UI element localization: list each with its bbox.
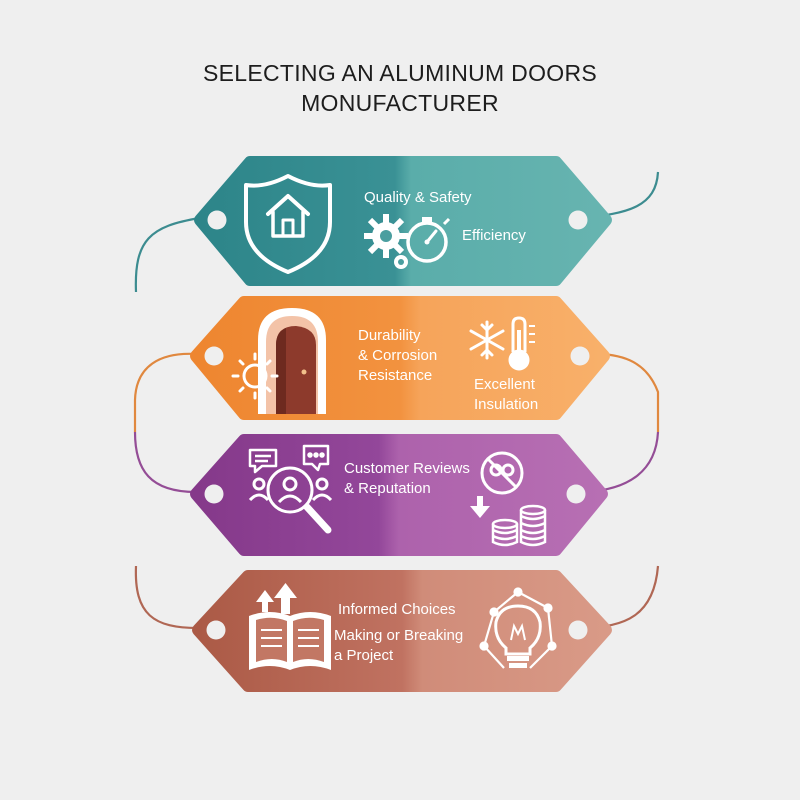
tag-3-hole-left bbox=[204, 484, 224, 504]
label-resistance: Resistance bbox=[358, 367, 433, 384]
tag-1-shape bbox=[194, 156, 612, 286]
title-line-2: MONUFACTURER bbox=[301, 90, 499, 116]
label-reputation: & Reputation bbox=[344, 480, 431, 497]
arrow-down-icon bbox=[470, 496, 490, 518]
tag-4-hole-left bbox=[206, 620, 226, 640]
label-durability: Durability bbox=[358, 327, 421, 344]
string-4-left bbox=[134, 565, 199, 630]
tag-4-hole-right bbox=[568, 620, 588, 640]
label-customer-reviews: Customer Reviews bbox=[344, 460, 470, 477]
label-corrosion: & Corrosion bbox=[358, 347, 438, 364]
string-3-left bbox=[133, 431, 197, 494]
open-book-arrows-icon bbox=[249, 583, 331, 670]
string-2-left bbox=[133, 352, 197, 432]
label-insulation: Insulation bbox=[474, 396, 539, 413]
label-a-project: a Project bbox=[334, 647, 394, 664]
label-informed-choices: Informed Choices bbox=[338, 601, 456, 618]
tag-3-hole-right bbox=[566, 484, 586, 504]
tag-2-hole-left bbox=[204, 346, 224, 366]
shield-house-icon bbox=[244, 174, 332, 274]
tag-4 bbox=[192, 570, 612, 692]
tag-3 bbox=[190, 434, 608, 556]
tag-2 bbox=[190, 296, 610, 420]
search-people-icon bbox=[248, 466, 333, 534]
page-title: SELECTING AN ALUMINUM DOORS MONUFACTURER bbox=[0, 58, 800, 118]
thermometer-icon bbox=[508, 316, 535, 371]
no-cost-icon bbox=[480, 451, 524, 495]
string-1-left bbox=[134, 216, 201, 293]
tag-1-hole-right bbox=[568, 210, 588, 230]
label-making-breaking: Making or Breaking bbox=[334, 627, 464, 644]
lightbulb-network-icon bbox=[479, 587, 557, 669]
label-excellent: Excellent bbox=[474, 376, 535, 393]
gears-stopwatch-icon bbox=[364, 214, 451, 269]
tag-2-hole-right bbox=[570, 346, 590, 366]
title-line-1: SELECTING AN ALUMINUM DOORS bbox=[202, 60, 598, 86]
snowflake-icon bbox=[469, 320, 505, 360]
sun-icon bbox=[231, 352, 279, 400]
label-quality-safety: Quality & Safety bbox=[364, 189, 472, 206]
door-archway-icon bbox=[258, 308, 326, 414]
chat-bubbles-icon bbox=[248, 444, 330, 474]
label-efficiency: Efficiency bbox=[462, 227, 526, 244]
tag-1-hole-left bbox=[207, 210, 227, 230]
coin-stacks-icon bbox=[491, 504, 547, 547]
tag-1 bbox=[194, 156, 612, 286]
